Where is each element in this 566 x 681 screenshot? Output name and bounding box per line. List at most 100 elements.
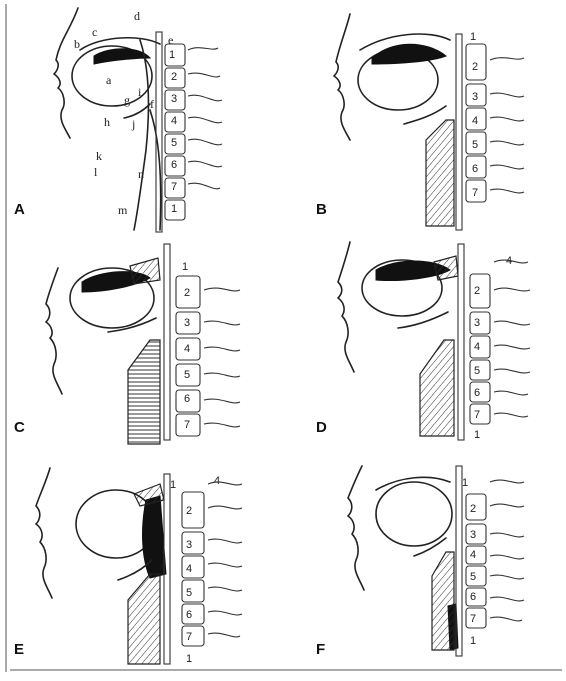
vertebra-number: 1 [170, 479, 176, 491]
vertebra-number: 6 [472, 163, 478, 175]
vertebra-number: 1 [470, 635, 476, 647]
vertebra-number: 2 [472, 61, 478, 73]
vertebra-number: 6 [474, 387, 480, 399]
epiglottis [414, 538, 446, 556]
panel-letter-c: C [14, 419, 25, 436]
vertebra-number: 1 [470, 31, 476, 43]
panel-d: 42345671 D [316, 242, 530, 441]
spinous-processes [490, 58, 524, 193]
panel-e: 1 4 2 3 4 5 6 7 1 E [14, 468, 242, 665]
vertebra-number: 2 [186, 505, 192, 517]
anatomy-label: h [104, 115, 110, 129]
spine-column [458, 244, 464, 440]
vertebra-number: 1 [186, 653, 192, 665]
pharynx-shaded [432, 552, 454, 650]
anatomy-label: d [134, 9, 140, 23]
pharynx-wall [134, 40, 148, 230]
vertebra-number: 2 [470, 503, 476, 515]
trachea [150, 110, 161, 230]
anatomy-label: e [168, 33, 173, 47]
vertebra-number: 3 [474, 317, 480, 329]
panel-b: 1234567 B [316, 14, 524, 230]
vertebra-number: 1 [169, 49, 175, 61]
spinous-processes [204, 288, 240, 427]
face-profile [348, 466, 364, 590]
pharynx-shaded [426, 120, 454, 226]
anatomy-label: l [94, 165, 98, 179]
vertebra-number: 3 [186, 539, 192, 551]
vertebra-number: 7 [470, 613, 476, 625]
anatomy-label: k [96, 149, 102, 163]
palate [80, 38, 160, 50]
vertebra-number: 3 [472, 91, 478, 103]
face-profile [36, 468, 52, 598]
epiglottis [398, 312, 448, 328]
vertebra-number: 5 [171, 137, 177, 149]
bolus [372, 44, 446, 64]
vertebra-number: 2 [474, 285, 480, 297]
vertebra-number: 1 [462, 477, 468, 489]
vertebra-number: 7 [171, 181, 177, 193]
spinous-processes [494, 260, 530, 417]
vertebra-number: 1 [171, 203, 177, 215]
vertebra-number: 5 [186, 587, 192, 599]
vertebra-number: 4 [474, 341, 480, 353]
spine-column [456, 34, 462, 230]
pharynx-shaded [420, 340, 454, 436]
vertebra-number: 7 [186, 631, 192, 643]
vertebra-number: 3 [470, 529, 476, 541]
vertebra-number: 4 [184, 343, 190, 355]
cervical-vertebrae [176, 276, 200, 436]
face-profile [46, 268, 62, 394]
spine-column [164, 244, 170, 440]
spinous-processes [490, 480, 524, 621]
vertebra-number: 4 [472, 115, 478, 127]
spinous-processes [208, 482, 242, 637]
vertebra-number: 6 [171, 159, 177, 171]
vertebra-number: 5 [470, 571, 476, 583]
panel-letter-b: B [316, 201, 327, 218]
vertebra-number: 6 [470, 591, 476, 603]
anatomy-label: m [118, 203, 128, 217]
face-profile [334, 14, 350, 140]
vertebra-number: 2 [184, 287, 190, 299]
panel-letter-a: A [14, 201, 25, 218]
vertebra-number: 3 [171, 93, 177, 105]
soft-palate [130, 258, 160, 284]
anatomy-label: b [74, 37, 80, 51]
anatomy-label: f [150, 97, 154, 111]
anatomy-label: n [138, 167, 144, 181]
anatomy-label: j [131, 117, 135, 131]
soft-palate [434, 256, 458, 280]
vertebra-number: 6 [186, 609, 192, 621]
vertebra-number: 1 [474, 429, 480, 441]
vertebra-number: 6 [184, 393, 190, 405]
panel-c: 1 2 3 4 5 6 7 C [14, 244, 240, 444]
spinous-processes [188, 48, 222, 189]
palate [376, 477, 450, 490]
anatomy-label: c [92, 25, 97, 39]
vertebra-number: 5 [472, 139, 478, 151]
vertebra-number: 1 [182, 261, 188, 273]
vertebra-number: 3 [184, 317, 190, 329]
panel-f: 1 2 3 4 5 6 7 1 F [316, 466, 524, 658]
vertebra-number: 7 [184, 419, 190, 431]
vertebra-number: 4 [186, 563, 192, 575]
vertebra-number: 4 [214, 475, 220, 487]
vertebra-number: 5 [184, 369, 190, 381]
pharynx-shaded [128, 574, 160, 664]
vertebra-number: 4 [171, 115, 177, 127]
vertebra-number: 2 [171, 71, 177, 83]
face-profile [54, 8, 78, 138]
panel-letter-e: E [14, 641, 24, 658]
panel-letter-d: D [316, 419, 327, 436]
vertebra-number: 4 [470, 549, 476, 561]
vertebra-number: 4 [506, 255, 512, 267]
panel-letter-f: F [316, 641, 325, 658]
face-profile [338, 242, 354, 372]
pharynx-shaded [128, 340, 160, 444]
tongue [376, 482, 452, 546]
vertebra-number: 7 [474, 409, 480, 421]
